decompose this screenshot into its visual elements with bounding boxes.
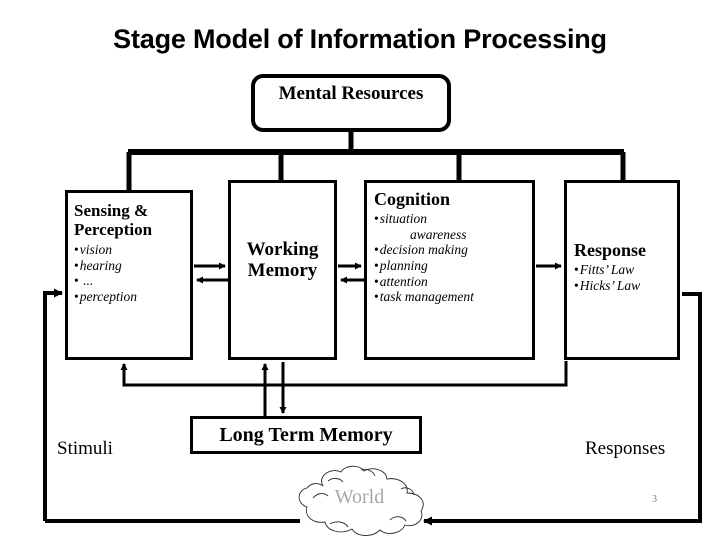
list-item: Hicks’ Law xyxy=(574,278,677,294)
stimuli-label: Stimuli xyxy=(57,438,113,459)
page-title: Stage Model of Information Processing xyxy=(113,24,607,54)
response-heading: Response xyxy=(574,240,647,260)
cognition-heading: Cognition xyxy=(374,189,451,209)
list-item: Fitts’ Law xyxy=(574,262,677,278)
node-working-memory[interactable]: Working Memory xyxy=(228,180,337,360)
node-cognition[interactable]: Cognition situation awareness decision m… xyxy=(364,180,535,360)
sensing-bullets: vision hearing ... perception xyxy=(68,239,190,305)
list-item: attention xyxy=(374,274,532,290)
node-mental-resources[interactable]: Mental Resources xyxy=(251,74,451,132)
working-memory-label: Working Memory xyxy=(246,239,319,282)
list-item: perception xyxy=(74,289,190,305)
sensing-heading: Sensing & Perception xyxy=(74,201,153,240)
list-item: ... xyxy=(74,273,190,289)
cognition-bullets: situation awareness decision making plan… xyxy=(367,209,532,305)
long-term-memory-label: Long Term Memory xyxy=(219,424,393,446)
responses-label: Responses xyxy=(585,438,666,459)
page-number: 3 xyxy=(652,494,657,505)
list-item: task management xyxy=(374,289,532,305)
list-item: planning xyxy=(374,258,532,274)
list-item: vision xyxy=(74,242,190,258)
world-label: World xyxy=(334,486,385,508)
response-bullets: Fitts’ Law Hicks’ Law xyxy=(567,260,677,293)
world-cloud-shape xyxy=(298,465,424,536)
node-response[interactable]: Response Fitts’ Law Hicks’ Law xyxy=(564,180,680,360)
mental-resources-label: Mental Resources xyxy=(278,83,424,104)
node-sensing-perception[interactable]: Sensing & Perception vision hearing ... … xyxy=(65,190,193,360)
node-long-term-memory[interactable]: Long Term Memory xyxy=(190,416,422,454)
list-item: situation xyxy=(374,211,532,227)
list-item-continuation: awareness xyxy=(410,226,467,242)
list-item: hearing xyxy=(74,258,190,274)
list-item: decision making xyxy=(374,242,532,258)
